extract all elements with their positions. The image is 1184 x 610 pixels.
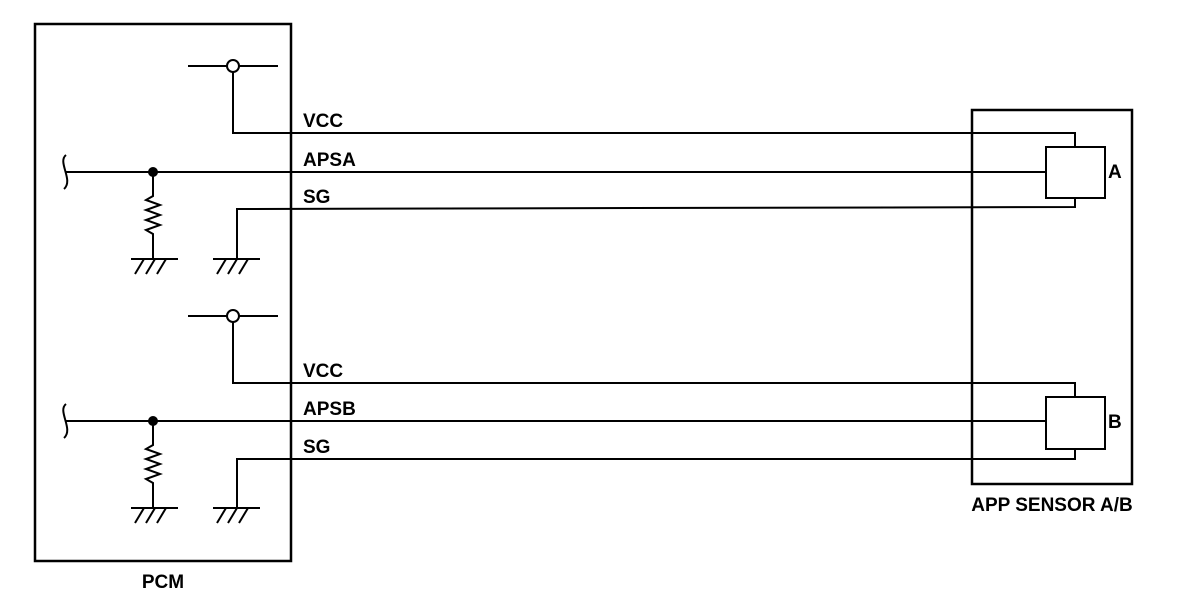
circuit-a: VCC APSA SG A [62,59,1122,275]
ground-wire-a [236,198,1076,258]
pcm-box [33,22,293,563]
pcm-label: PCM [142,572,184,593]
vcc-label-a: VCC [303,111,343,132]
ground-icon-b-resistor [131,507,178,524]
vcc-wire-b [232,322,1076,397]
vcc-terminal-icon-b [226,309,240,323]
vcc-terminal-icon-a [226,59,240,73]
sensor-b-element [1045,396,1106,450]
ground-wire-b [236,449,1076,507]
sensor-a-element [1045,146,1106,199]
ground-icon-a-resistor [131,258,178,275]
vcc-wire-a [232,72,1076,147]
sensor-module-label: APP SENSOR A/B [971,495,1133,516]
wire-break-icon-a [62,154,69,190]
signal-label-a: APSA [303,150,356,171]
wire-break-icon-b [62,403,69,439]
sensor-module-box [970,108,1134,486]
resistor-icon-b [143,421,163,507]
vcc-label-b: VCC [303,361,343,382]
ground-label-b: SG [303,437,330,458]
sensor-b-label: B [1108,412,1122,433]
sensor-a-label: A [1108,162,1122,183]
ground-icon-b-sg [213,507,260,524]
ground-label-a: SG [303,187,330,208]
circuit-b: VCC APSB SG B [62,309,1122,524]
signal-label-b: APSB [303,399,356,420]
resistor-icon-a [143,172,163,258]
ground-icon-a-sg [213,258,260,275]
